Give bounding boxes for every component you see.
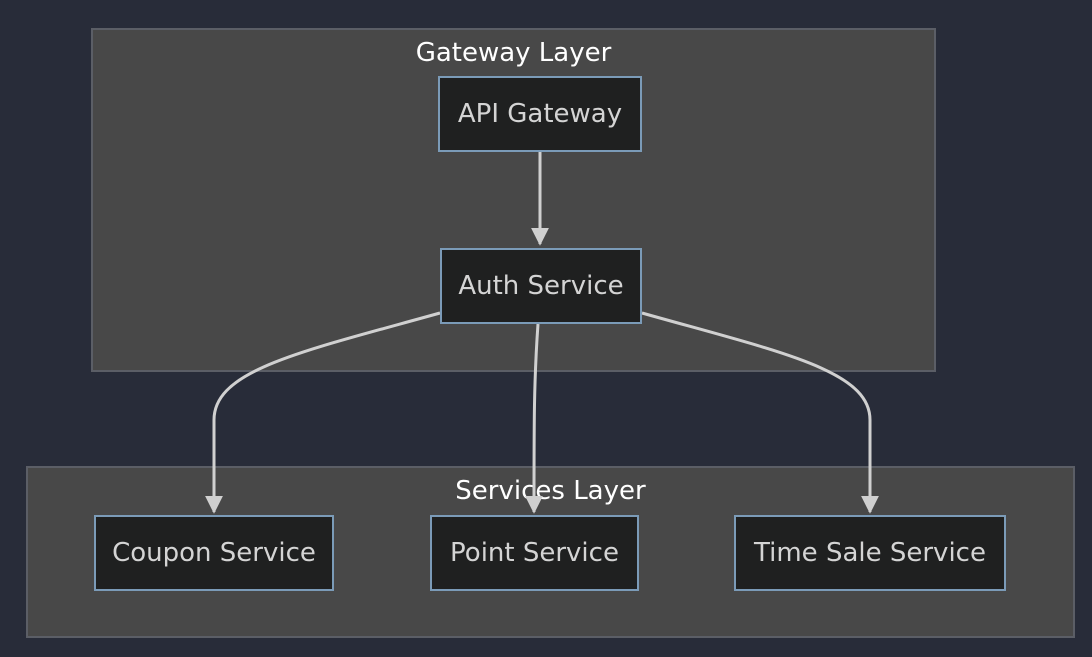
node-api-gateway[interactable]: API Gateway <box>438 76 642 152</box>
node-auth-service[interactable]: Auth Service <box>440 248 642 324</box>
gateway-layer-title: Gateway Layer <box>415 38 612 68</box>
node-coupon-service[interactable]: Coupon Service <box>94 515 334 591</box>
services-layer-title: Services Layer <box>455 476 646 506</box>
node-time-sale-service[interactable]: Time Sale Service <box>734 515 1006 591</box>
node-point-service[interactable]: Point Service <box>430 515 639 591</box>
